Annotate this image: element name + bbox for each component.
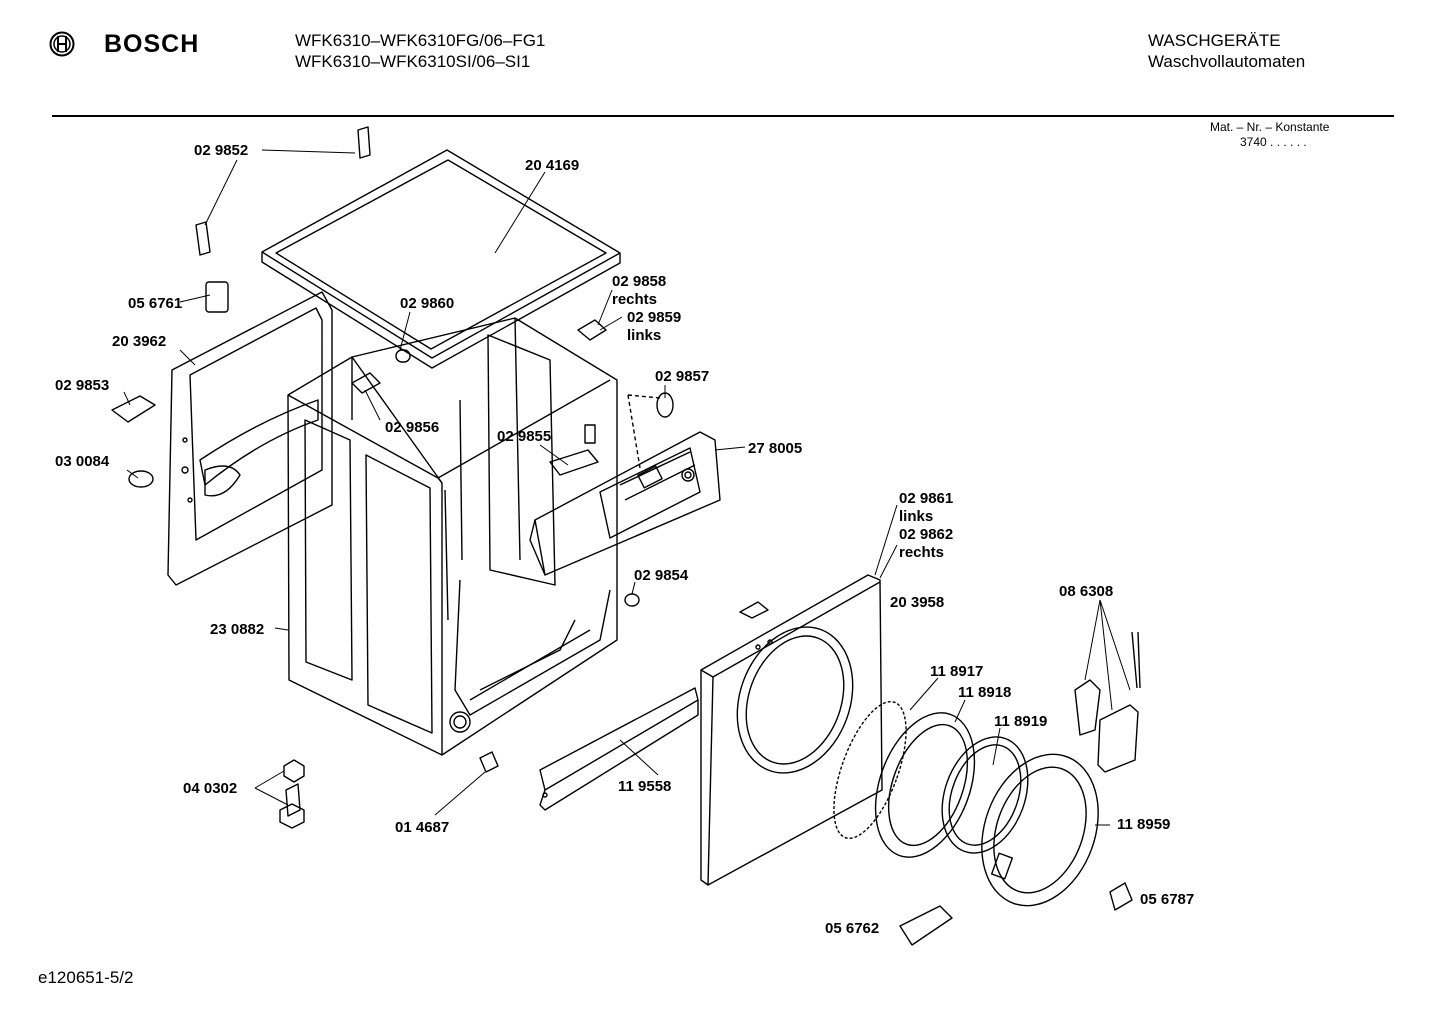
part-label: 02 9854 [634,567,689,584]
side-panel [167,291,333,586]
category-subtitle: Waschvollautomaten [1148,52,1306,71]
part-label: links [627,327,661,344]
nut-4687 [479,751,499,773]
bracket-left [111,395,156,423]
part-label: 05 6787 [1140,891,1194,908]
part-label: 11 8959 [1117,816,1170,833]
foot-0302 [285,783,301,817]
cap-0084 [128,470,154,488]
part-label: 01 4687 [395,819,449,836]
part-label: 02 9857 [655,368,709,385]
part-label: links [899,508,933,525]
part-labels: 02 9852 20 4169 05 6761 02 9860 02 9858 … [55,142,1194,937]
bosch-armature-logo-icon [49,31,75,57]
front-panel [700,574,883,886]
latch-6787 [1109,882,1133,911]
part-label: 20 3958 [890,594,944,611]
foot-base-0302 [279,803,305,829]
part-label: 02 9861 [899,490,953,507]
constant-label: Mat. – Nr. – Konstante [1210,120,1330,134]
control-panel-frame [529,431,721,576]
brand-name: BOSCH [104,30,200,58]
part-label: 05 6761 [128,295,182,312]
category-title: WASCHGERÄTE [1148,31,1281,50]
dashed-link-2 [627,394,641,469]
door-assembly [833,700,1099,907]
header-divider [52,115,1394,117]
part-label: 11 8917 [930,663,983,680]
part-label: 02 9853 [55,377,109,394]
clip-top [357,126,371,159]
switch-9855 [584,424,596,444]
constant-value: 3740 . . . . . . [1240,135,1307,149]
part-label: 03 0084 [55,453,110,470]
latch-6762 [899,905,953,946]
clip-9858 [577,319,607,341]
part-label: 27 8005 [748,440,802,457]
part-label: rechts [612,291,657,308]
nut-0302 [283,759,305,783]
door-hinge [1074,631,1141,773]
model-line-1: WFK6310–WFK6310FG/06–FG1 [295,31,546,50]
part-label: 20 4169 [525,157,579,174]
part-label: 11 9558 [618,778,671,795]
cabinet-frame [287,317,618,756]
part-label: 02 9859 [627,309,681,326]
plug-9860 [395,349,411,363]
top-cover-panel [261,149,621,369]
switch-block [205,281,229,313]
part-label: 02 9852 [194,142,248,159]
bracket-front [739,601,769,619]
hook-9856 [351,372,381,394]
part-label: 11 8918 [958,684,1011,701]
clip-lower [195,221,211,256]
drawing-code: e120651-5/2 [38,968,134,987]
part-label: 11 8919 [994,713,1047,730]
part-label: 04 0302 [183,780,237,797]
part-label: 02 9855 [497,428,551,445]
part-label: 02 9856 [385,419,439,436]
part-label: 02 9862 [899,526,953,543]
slider-9855 [549,449,599,476]
dashed-link [627,394,661,399]
part-label: 05 6762 [825,920,879,937]
leader-lines [123,149,1131,826]
part-label: 02 9860 [400,295,454,312]
model-line-2: WFK6310–WFK6310SI/06–SI1 [295,52,531,71]
part-label: 02 9858 [612,273,666,290]
base-strip [539,687,699,811]
part-label: 08 6308 [1059,583,1113,600]
part-label: 23 0882 [210,621,264,638]
grommet-9854 [624,593,640,607]
part-label: 20 3962 [112,333,166,350]
part-label: rechts [899,544,944,561]
